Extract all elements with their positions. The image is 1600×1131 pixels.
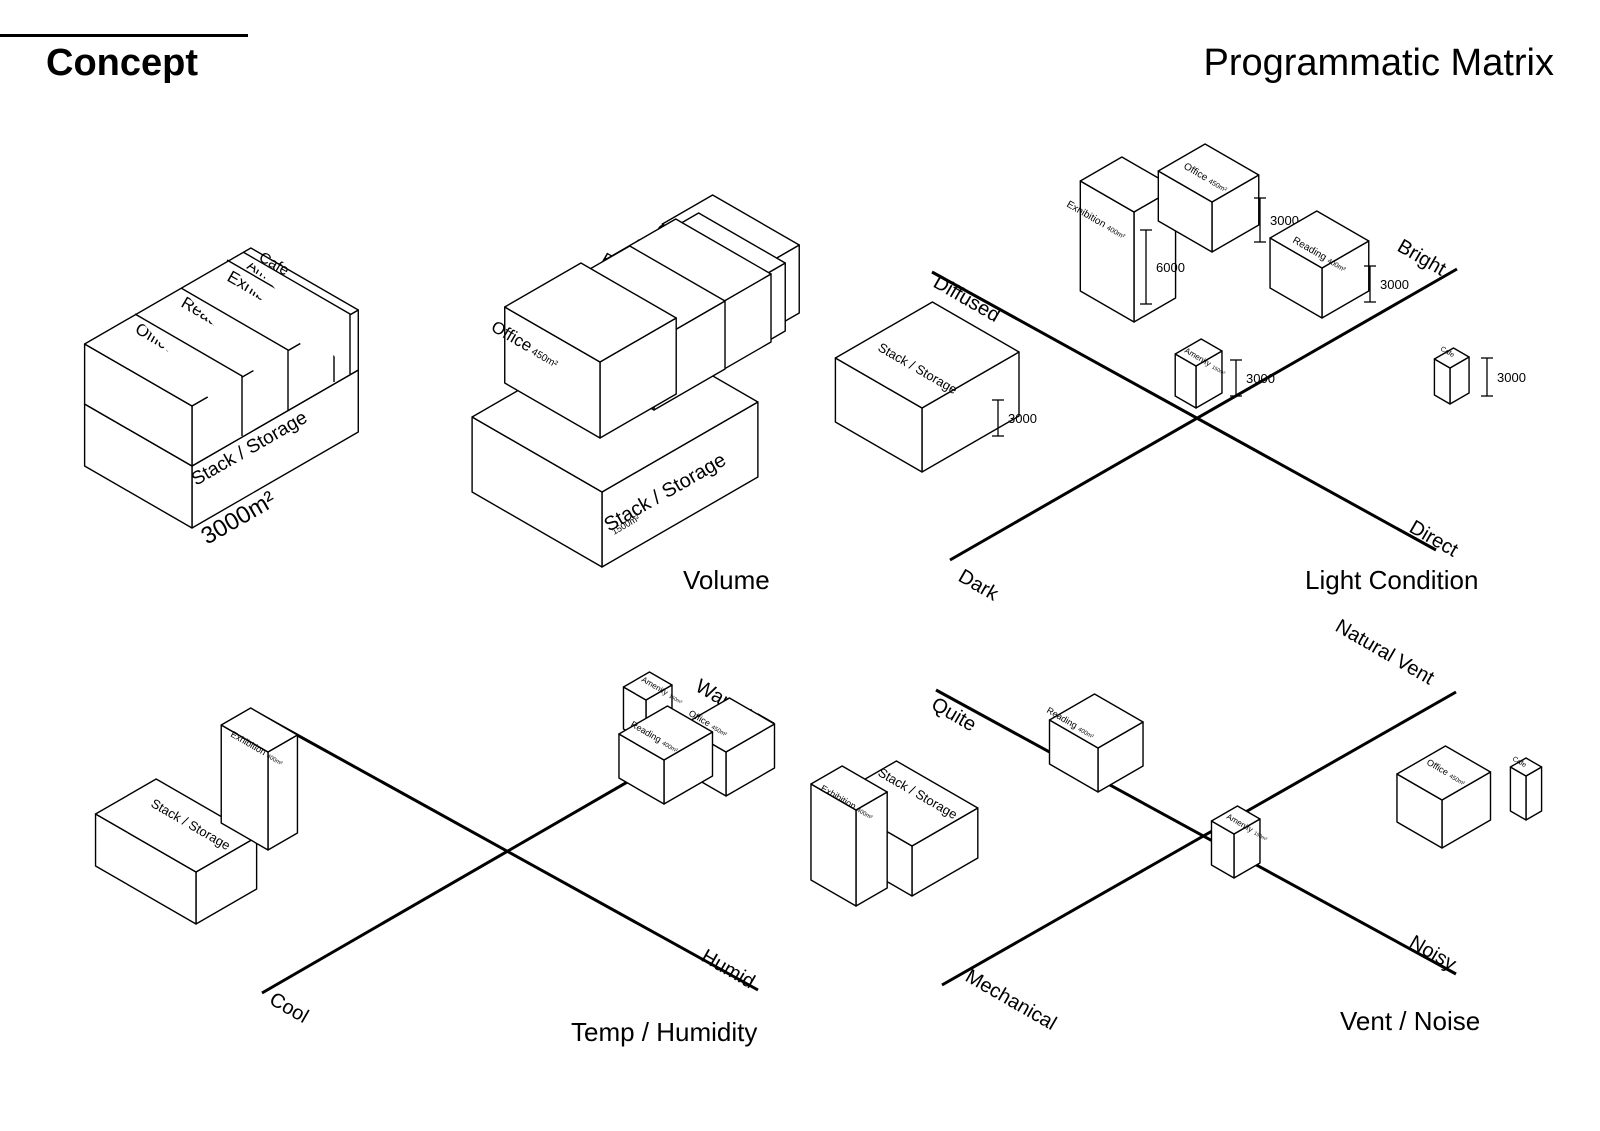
- caption-volume: Volume: [683, 565, 770, 595]
- volume-office: Office450m²: [488, 262, 677, 439]
- vent-reading: Reading400m²: [1045, 693, 1144, 793]
- light-axis-diffused-direct: [931, 270, 1437, 552]
- light-dim-amenity: 3000: [1230, 359, 1275, 397]
- light-dim-exhibition: 6000: [1140, 229, 1185, 305]
- vent-office: Office450m²: [1396, 745, 1492, 849]
- vent-label-natural-vent: Natural Vent: [1332, 615, 1439, 689]
- vent-cafe: Cafe: [1509, 756, 1543, 821]
- light-label-direct: Direct: [1406, 516, 1463, 561]
- vent-exhibition: Exhibition400m²: [810, 765, 888, 907]
- light-axis-dark-bright: [949, 267, 1458, 562]
- light-dim-amenity-value: 3000: [1246, 371, 1275, 386]
- page-title: Concept: [46, 42, 198, 84]
- light-dim-reading: 3000: [1364, 265, 1409, 303]
- light-dim-cafe-value: 3000: [1497, 370, 1526, 385]
- temp-reading: Reading400m²: [618, 705, 714, 805]
- light-label-bright: Bright: [1394, 235, 1451, 280]
- light-dim-office-value: 3000: [1270, 213, 1299, 228]
- light-dim-stack-value: 3000: [1008, 411, 1037, 426]
- program-dividers: [134, 251, 351, 436]
- vent-axis-quite-noisy: [935, 688, 1457, 976]
- light-office: Office450m²: [1157, 143, 1260, 253]
- vent-label-mechanical: Mechanical: [962, 965, 1061, 1035]
- temp-label-humid: Humid: [698, 945, 759, 993]
- temp-label-cool: Cool: [266, 988, 313, 1028]
- light-dim-reading-value: 3000: [1380, 277, 1409, 292]
- caption-vent-noise: Vent / Noise: [1340, 1006, 1481, 1036]
- light-reading: Reading400m²: [1269, 210, 1370, 319]
- light-amenity: Amenity150m²: [1174, 338, 1228, 409]
- caption-temp-humidity: Temp / Humidity: [571, 1017, 758, 1047]
- light-stack-storage: Stack / Storage: [834, 301, 1020, 473]
- temp-axis-dried-humid: [251, 708, 759, 992]
- vent-label-noisy: Noisy: [1406, 931, 1460, 975]
- light-dim-exhibition-value: 6000: [1156, 260, 1185, 275]
- light-cafe: Cafe: [1433, 346, 1470, 405]
- light-label-dark: Dark: [955, 565, 1003, 606]
- temp-stack-storage: Stack / Storage: [94, 778, 258, 925]
- temp-exhibition: Exhibition400m²: [220, 707, 299, 851]
- header-rule: [0, 34, 248, 37]
- light-dim-cafe: 3000: [1481, 357, 1526, 397]
- vent-amenity: Amenity150m²: [1210, 805, 1270, 879]
- caption-light-condition: Light Condition: [1305, 565, 1479, 595]
- light-dim-stack: 3000: [992, 399, 1037, 437]
- vent-axis-mechanical-natural: [941, 690, 1457, 987]
- page-subtitle: Programmatic Matrix: [1203, 42, 1555, 84]
- light-dim-office: 3000: [1254, 197, 1299, 243]
